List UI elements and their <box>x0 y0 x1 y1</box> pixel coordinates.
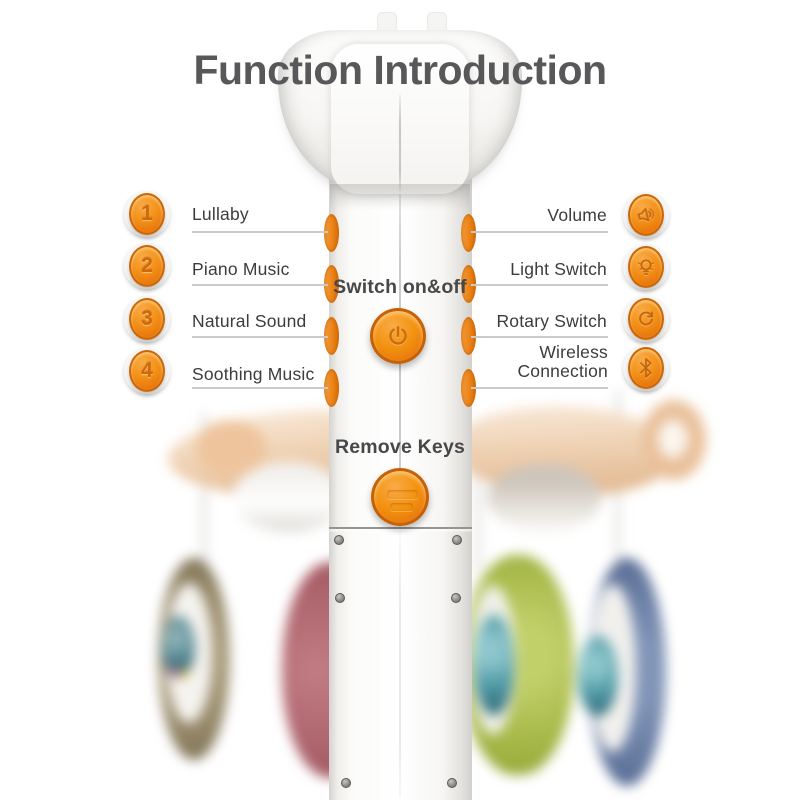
number-4-button: 4 <box>129 350 165 392</box>
label-rotary-switch: Rotary Switch <box>496 311 607 331</box>
remove-keys-button <box>371 468 429 526</box>
number-3-button: 3 <box>129 298 165 340</box>
toy-cup-right <box>487 464 602 532</box>
leader-line <box>192 231 328 233</box>
pole-side-button <box>461 265 476 303</box>
label-light-switch: Light Switch <box>510 259 607 279</box>
number-label: 3 <box>141 307 153 330</box>
dome-center-seam <box>399 95 401 191</box>
screw-icon <box>335 593 345 603</box>
hanging-string-left <box>203 413 205 565</box>
label-piano-music: Piano Music <box>192 259 290 279</box>
toy-cup-left <box>233 462 345 532</box>
screw-icon <box>452 535 462 545</box>
light-switch-button <box>628 246 664 288</box>
label-lullaby: Lullaby <box>192 204 249 224</box>
label-soothing-music: Soothing Music <box>192 364 315 384</box>
number-label: 2 <box>141 254 153 277</box>
rattle-bead-yellow <box>180 670 188 678</box>
rattle-toy-green-ball <box>474 615 514 715</box>
number-label: 1 <box>141 202 153 225</box>
number-label: 4 <box>141 359 153 382</box>
label-natural-sound: Natural Sound <box>192 311 307 331</box>
page-title: Function Introduction <box>193 47 607 93</box>
leader-line <box>192 336 328 338</box>
rattle-toy-blue-ball <box>578 636 618 716</box>
leader-line <box>192 284 328 286</box>
pole-side-button <box>324 265 339 303</box>
pole-lower-seam <box>399 530 401 798</box>
embossed-text-marks <box>387 490 418 499</box>
label-volume: Volume <box>547 205 607 225</box>
light-bulb-icon <box>637 259 655 275</box>
leader-line <box>471 336 608 338</box>
volume-icon <box>637 208 655 222</box>
embossed-text-marks <box>390 503 413 511</box>
pole-side-button <box>324 317 339 355</box>
pole-side-button <box>324 369 339 407</box>
label-wireless-connection: Wireless Connection <box>517 342 608 381</box>
switch-on-off-label: Switch on&off <box>333 276 467 298</box>
leader-line <box>471 231 608 233</box>
power-button <box>370 308 426 364</box>
screw-icon <box>451 593 461 603</box>
remove-keys-label: Remove Keys <box>334 436 466 458</box>
pole-joint-line <box>329 527 472 529</box>
screw-icon <box>334 535 344 545</box>
leader-line <box>471 284 608 286</box>
rotary-switch-button <box>628 298 664 340</box>
number-1-button: 1 <box>129 193 165 235</box>
wireless-connection-button <box>628 347 664 389</box>
pole-side-button <box>461 317 476 355</box>
bluetooth-icon <box>640 358 652 378</box>
leader-line <box>471 387 608 389</box>
pole-side-button <box>461 369 476 407</box>
volume-button <box>628 194 664 236</box>
pole-side-button <box>461 214 476 252</box>
screw-icon <box>341 778 351 788</box>
rotary-icon <box>639 311 653 326</box>
rattle-toy-khaki-ball <box>162 616 195 678</box>
number-2-button: 2 <box>129 245 165 287</box>
dome-shadow <box>330 184 470 210</box>
screw-icon <box>447 778 457 788</box>
pole-side-button <box>324 214 339 252</box>
rattle-bead-purple <box>170 668 178 676</box>
power-icon <box>389 326 407 345</box>
mobile-arm-right-curl-hole <box>658 420 688 458</box>
hanging-string-center <box>477 430 479 572</box>
mobile-arm-left-knob <box>196 420 266 475</box>
leader-line <box>192 387 328 389</box>
